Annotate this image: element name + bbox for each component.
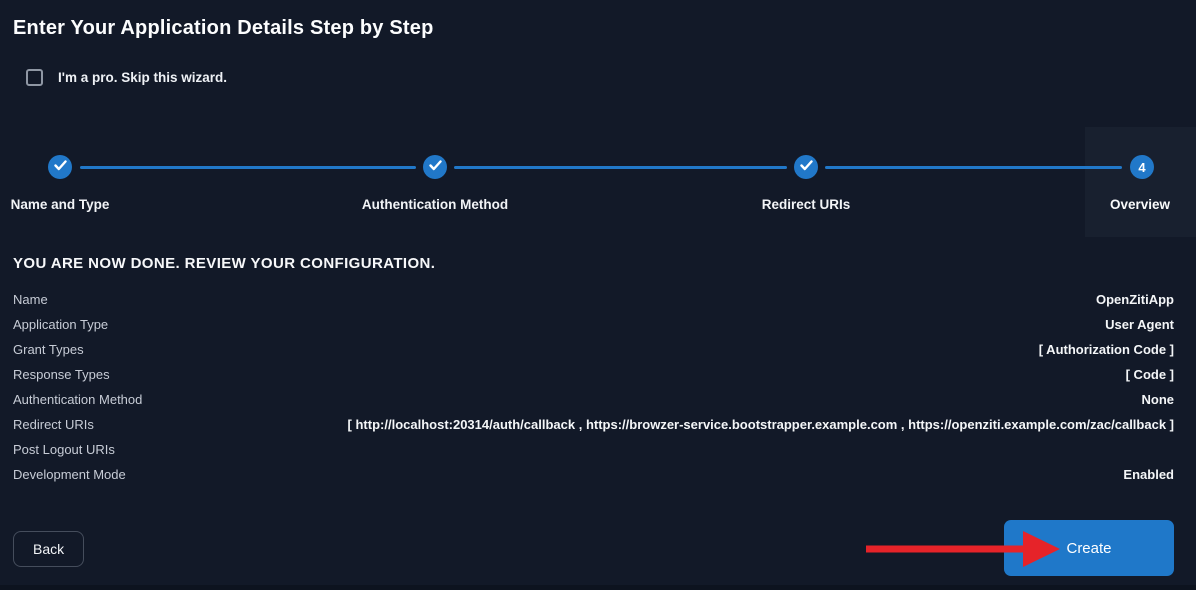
row-value: None [1141,392,1175,407]
stepper-connector [454,166,787,169]
review-row-development-mode: Development Mode Enabled [13,462,1174,487]
create-button[interactable]: Create [1004,520,1174,576]
step-label-overview: Overview [1109,197,1171,212]
page-title: Enter Your Application Details Step by S… [13,17,434,39]
step-4-overview[interactable]: 4 [1130,155,1154,179]
back-button[interactable]: Back [13,531,85,567]
check-icon [799,158,813,176]
step-2-authentication-method[interactable] [423,155,447,179]
row-value: [ Authorization Code ] [1038,342,1174,357]
step-label-name-and-type: Name and Type [10,197,110,212]
row-value: OpenZitiApp [1096,292,1174,307]
step-number: 4 [1138,159,1146,175]
step-1-name-and-type[interactable] [48,155,72,179]
row-label: Application Type [13,317,109,332]
review-row-response-types: Response Types [ Code ] [13,362,1174,387]
row-label: Response Types [13,367,110,382]
skip-wizard-row: I'm a pro. Skip this wizard. [26,69,227,86]
review-rows: Name OpenZitiApp Application Type User A… [13,287,1174,487]
row-value: [ http://localhost:20314/auth/callback ,… [347,417,1174,432]
step-label-authentication-method: Authentication Method [361,197,509,212]
step-label-redirect-uris: Redirect URIs [761,197,851,212]
step-3-redirect-uris[interactable] [794,155,818,179]
review-row-application-type: Application Type User Agent [13,312,1174,337]
row-label: Development Mode [13,467,126,482]
row-label: Post Logout URIs [13,442,115,457]
review-row-redirect-uris: Redirect URIs [ http://localhost:20314/a… [13,412,1174,437]
page-bottom-edge [0,585,1196,590]
review-row-authentication-method: Authentication Method None [13,387,1174,412]
stepper-connector [825,166,1122,169]
stepper-connector [80,166,416,169]
review-row-post-logout-uris: Post Logout URIs [13,437,1174,462]
row-label: Grant Types [13,342,84,357]
row-label: Name [13,292,48,307]
active-step-highlight [1085,127,1196,237]
skip-wizard-checkbox[interactable] [26,69,43,86]
skip-wizard-label: I'm a pro. Skip this wizard. [58,70,227,85]
check-icon [53,158,67,176]
review-row-name: Name OpenZitiApp [13,287,1174,312]
row-label: Redirect URIs [13,417,94,432]
review-heading: YOU ARE NOW DONE. REVIEW YOUR CONFIGURAT… [13,255,436,272]
row-value: User Agent [1105,317,1174,332]
check-icon [428,158,442,176]
row-value: Enabled [1123,467,1174,482]
row-value: [ Code ] [1125,367,1174,382]
review-row-grant-types: Grant Types [ Authorization Code ] [13,337,1174,362]
row-label: Authentication Method [13,392,143,407]
